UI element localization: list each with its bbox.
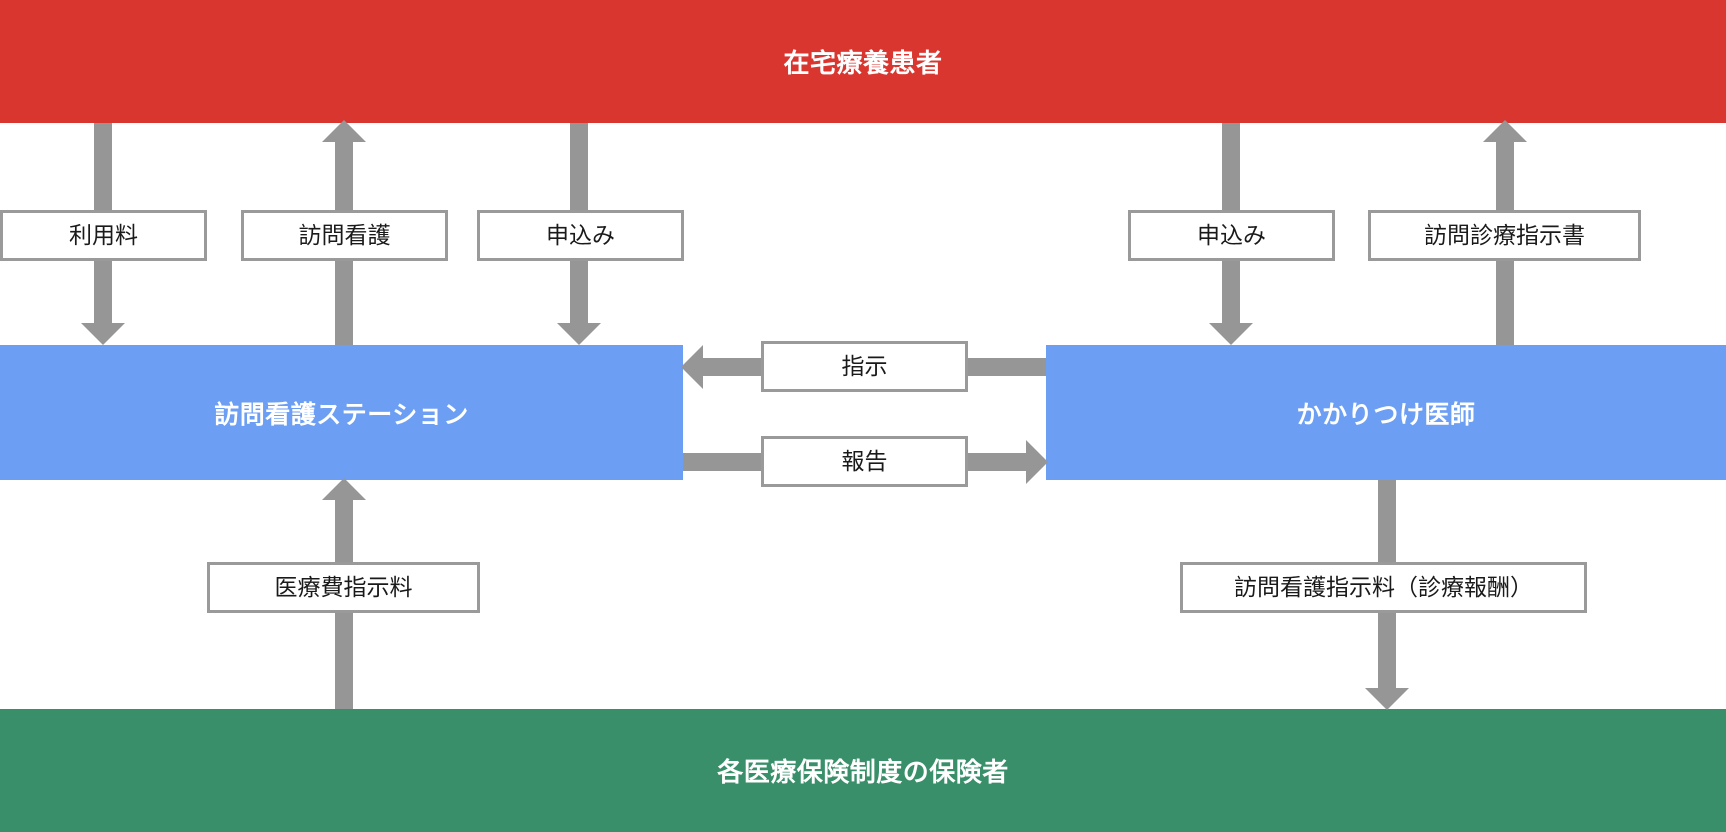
node-health-insurers-label: 各医療保険制度の保険者	[717, 757, 1009, 787]
edge-label-nursing-order-fee: 訪問看護指示料（診療報酬）	[1180, 562, 1587, 613]
arrow-head-application-doctor	[1209, 323, 1253, 345]
node-family-doctor-label: かかりつけ医師	[1296, 400, 1476, 429]
edge-label-instruction: 指示	[761, 341, 968, 392]
edge-label-home-visit-order: 訪問診療指示書	[1368, 210, 1641, 261]
node-family-doctor: かかりつけ医師	[1046, 345, 1726, 480]
arrow-head-home-visit-order	[1483, 120, 1527, 142]
edge-label-report: 報告	[761, 436, 968, 487]
node-health-insurers: 各医療保険制度の保険者	[0, 709, 1726, 832]
edge-label-usage-fee: 利用料	[0, 210, 207, 261]
arrow-head-instruction	[681, 345, 703, 389]
arrow-head-usage-fee	[81, 323, 125, 345]
edge-label-application-doctor: 申込み	[1128, 210, 1335, 261]
edge-label-visiting-nursing: 訪問看護	[241, 210, 448, 261]
arrow-head-nursing-order-fee	[1365, 688, 1409, 710]
edge-label-medical-fee: 医療費指示料	[207, 562, 480, 613]
arrow-head-report	[1026, 440, 1048, 484]
arrow-head-application-station	[557, 323, 601, 345]
node-visiting-nursing-station-label: 訪問看護ステーション	[214, 400, 469, 429]
edge-label-application-station: 申込み	[477, 210, 684, 261]
arrow-head-medical-fee	[322, 478, 366, 500]
node-home-care-patient: 在宅療養患者	[0, 0, 1726, 123]
arrow-head-visiting-nursing	[322, 120, 366, 142]
node-home-care-patient-label: 在宅療養患者	[783, 48, 943, 78]
node-visiting-nursing-station: 訪問看護ステーション	[0, 345, 683, 480]
